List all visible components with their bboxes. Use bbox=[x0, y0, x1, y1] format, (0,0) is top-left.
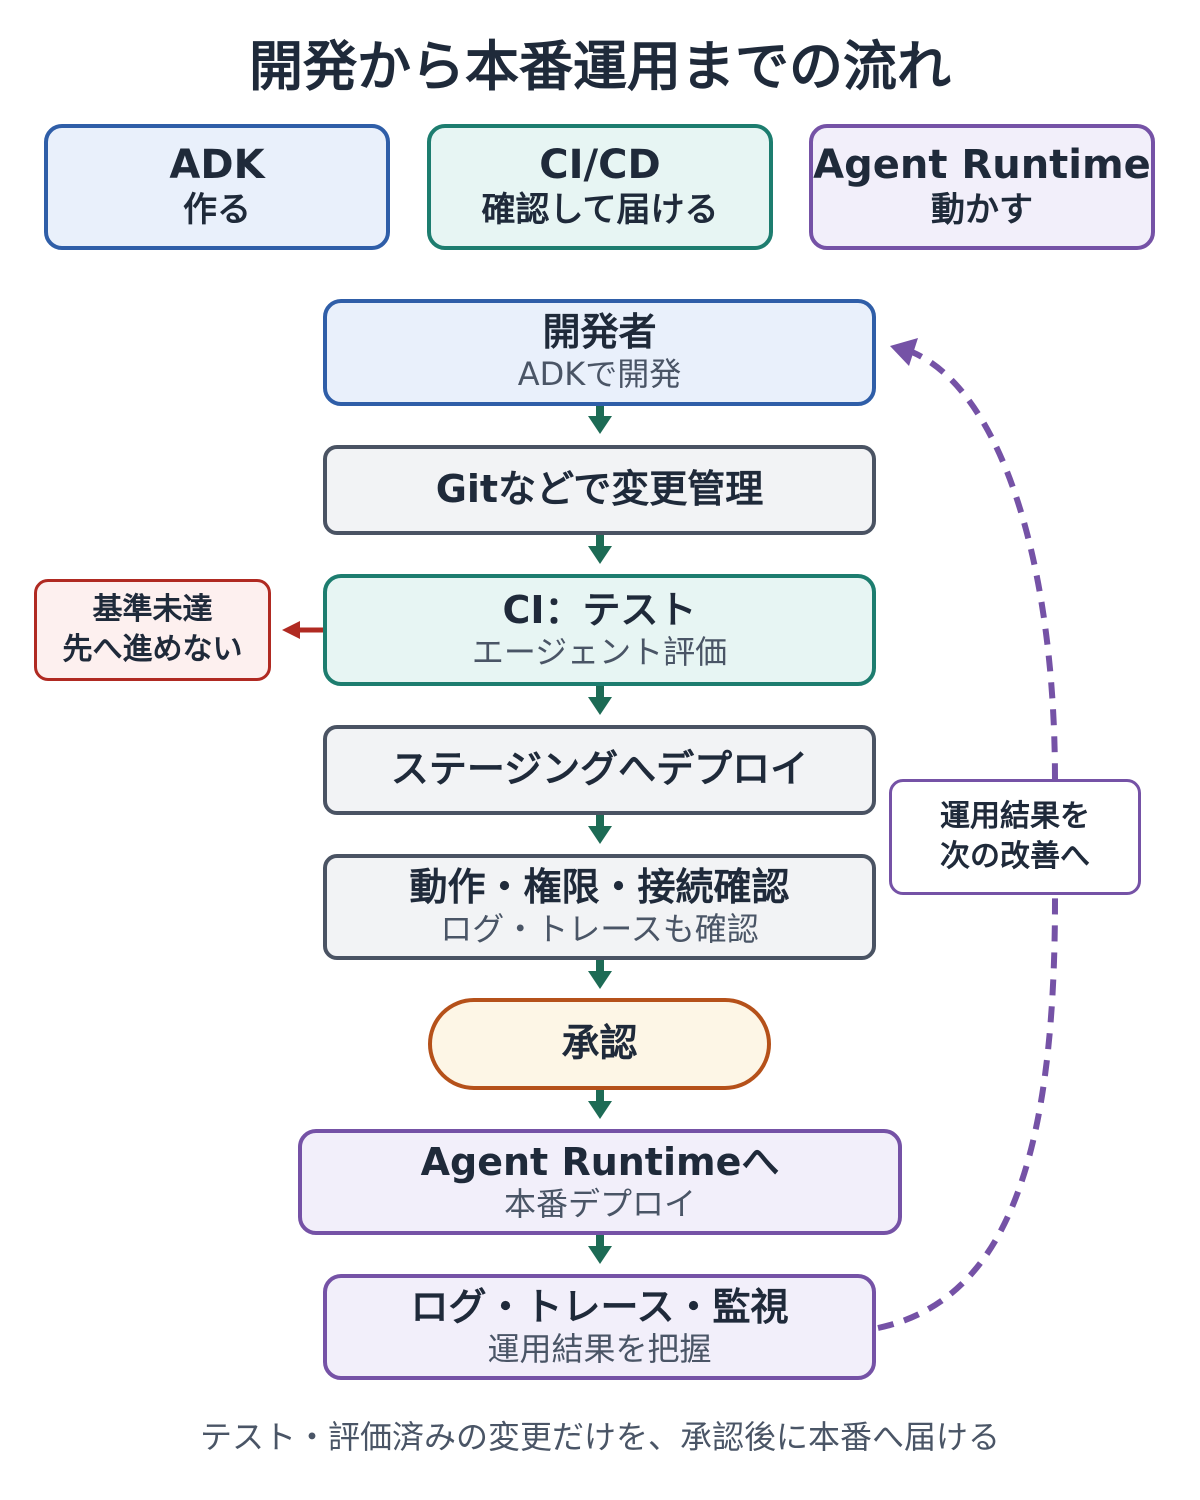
step-developer-subtitle: ADKで開発 bbox=[517, 355, 682, 394]
legend-cicd: CI/CD 確認して届ける bbox=[427, 124, 773, 250]
feedback-arrow bbox=[877, 338, 1058, 1331]
feedback-note-line1: 運用結果を bbox=[940, 798, 1090, 834]
diagram-title: 開発から本番運用までの流れ bbox=[249, 35, 951, 98]
footer-caption: テスト・評価済みの変更だけを、承認後に本番へ届ける bbox=[199, 1418, 1000, 1456]
step-version-control-title: Gitなどで変更管理 bbox=[435, 467, 764, 512]
reject-note: 基準未達 先へ進めない bbox=[34, 579, 271, 681]
flow-arrow-6 bbox=[588, 1090, 612, 1119]
step-version-control: Gitなどで変更管理 bbox=[323, 445, 876, 535]
step-ci-test-title: CI：テスト bbox=[502, 587, 697, 632]
legend-cicd-title: CI/CD bbox=[539, 141, 661, 188]
step-developer-title: 開発者 bbox=[542, 310, 657, 355]
step-verification: 動作・権限・接続確認 ログ・トレースも確認 bbox=[323, 854, 876, 960]
reject-note-line2: 先へ進めない bbox=[62, 632, 243, 667]
legend-agent-runtime-subtitle: 動かす bbox=[931, 189, 1033, 230]
step-approval: 承認 bbox=[428, 998, 771, 1090]
flow-arrow-4 bbox=[588, 815, 612, 844]
legend-cicd-subtitle: 確認して届ける bbox=[481, 189, 719, 230]
step-monitoring-title: ログ・トレース・監視 bbox=[410, 1284, 789, 1329]
legend-adk-subtitle: 作る bbox=[183, 189, 251, 230]
legend-adk: ADK 作る bbox=[44, 124, 390, 250]
step-staging-deploy: ステージングへデプロイ bbox=[323, 725, 876, 815]
legend-agent-runtime-title: Agent Runtime bbox=[813, 141, 1151, 188]
step-developer: 開発者 ADKで開発 bbox=[323, 299, 876, 406]
flow-arrow-5 bbox=[588, 960, 612, 989]
reject-arrow bbox=[282, 621, 323, 639]
legend-agent-runtime: Agent Runtime 動かす bbox=[809, 124, 1155, 250]
step-production-deploy: Agent Runtimeへ 本番デプロイ bbox=[298, 1129, 902, 1235]
step-ci-test: CI：テスト エージェント評価 bbox=[323, 574, 876, 686]
feedback-note: 運用結果を 次の改善へ bbox=[889, 779, 1141, 895]
reject-note-line1: 基準未達 bbox=[92, 591, 213, 627]
flow-arrow-7 bbox=[588, 1235, 612, 1264]
step-verification-subtitle: ログ・トレースも確認 bbox=[440, 909, 759, 948]
flow-arrow-1 bbox=[588, 405, 612, 434]
step-production-deploy-title: Agent Runtimeへ bbox=[420, 1139, 780, 1184]
step-monitoring-subtitle: 運用結果を把握 bbox=[487, 1329, 712, 1368]
step-monitoring: ログ・トレース・監視 運用結果を把握 bbox=[323, 1274, 876, 1380]
step-ci-test-subtitle: エージェント評価 bbox=[471, 632, 728, 671]
feedback-note-line2: 次の改善へ bbox=[940, 839, 1090, 874]
flow-arrow-2 bbox=[588, 535, 612, 564]
step-staging-deploy-title: ステージングへデプロイ bbox=[390, 747, 809, 792]
flow-arrow-3 bbox=[588, 686, 612, 715]
step-verification-title: 動作・権限・接続確認 bbox=[409, 864, 790, 909]
step-production-deploy-subtitle: 本番デプロイ bbox=[503, 1184, 696, 1223]
step-approval-title: 承認 bbox=[561, 1021, 638, 1066]
legend-adk-title: ADK bbox=[169, 141, 265, 188]
